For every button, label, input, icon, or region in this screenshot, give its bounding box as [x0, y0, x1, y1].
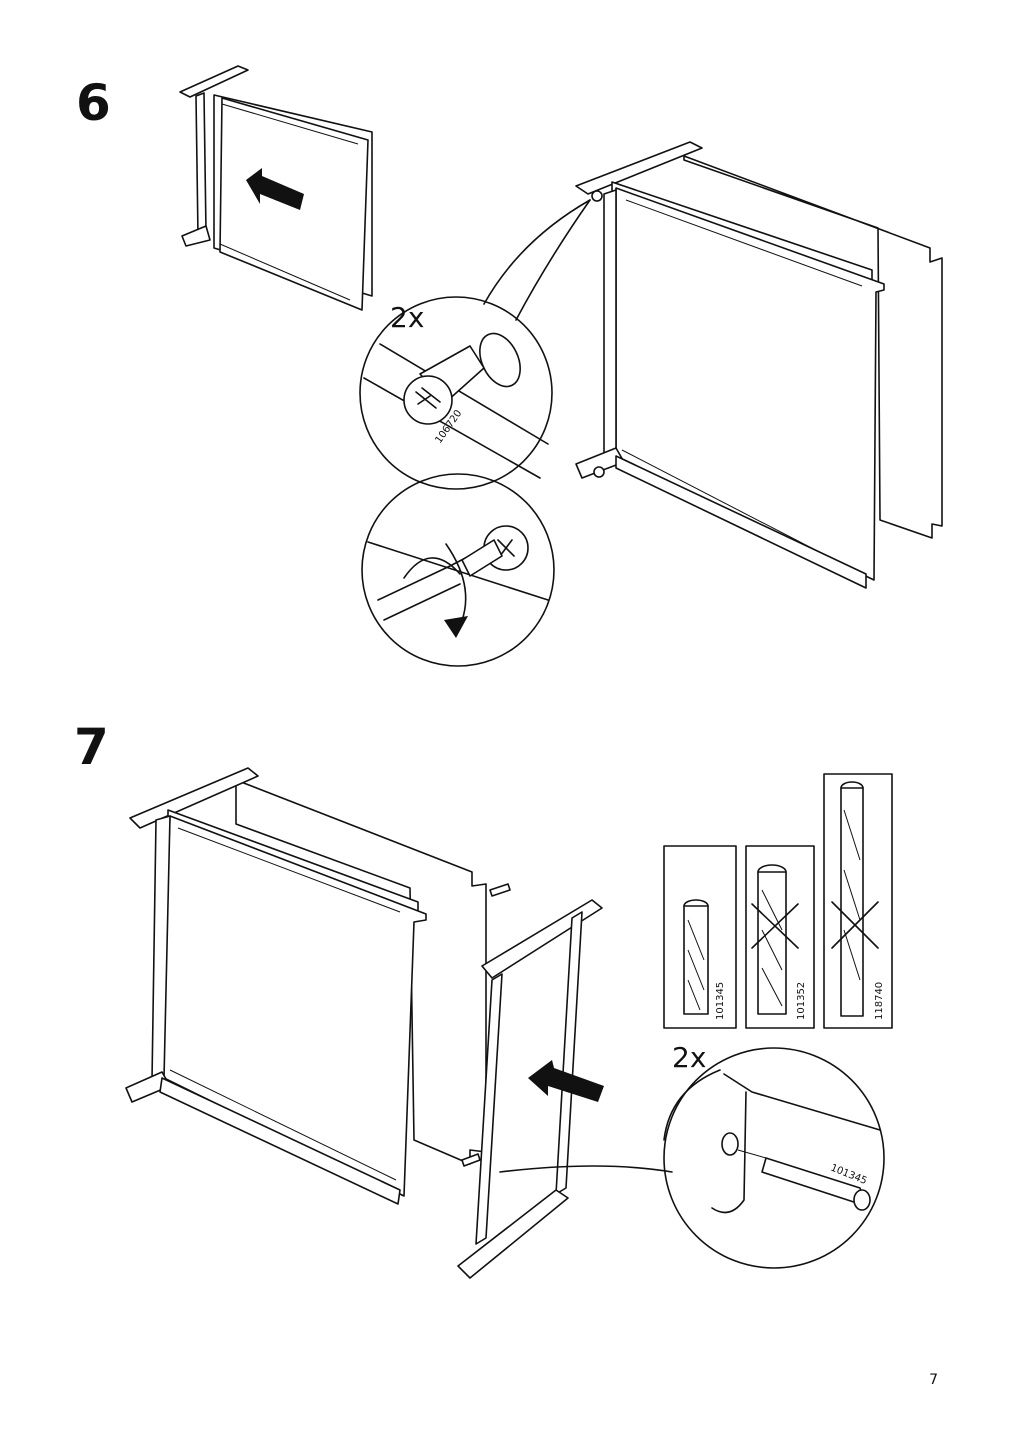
dowel-option-correct — [663, 845, 737, 1029]
dowel-option-wrong-1 — [745, 845, 815, 1029]
step-7-number: 7 — [74, 718, 109, 776]
page-number: 7 — [929, 1372, 938, 1388]
arrow-left-icon — [528, 1060, 604, 1102]
cross-icon — [751, 903, 799, 949]
dowel-option-3-id: 118740 — [874, 982, 885, 1020]
step-7-detail-dowel: 101345 — [663, 1047, 885, 1269]
dowel-option-wrong-2 — [823, 773, 893, 1029]
rotate-arrow-icon — [444, 616, 468, 638]
cross-icon — [831, 901, 879, 949]
step-7-main-drawing — [125, 767, 721, 1279]
step-7-quantity: 2x — [672, 1041, 707, 1074]
step-6-number: 6 — [76, 74, 111, 132]
arrow-left-icon — [246, 168, 304, 210]
dowel-option-2-id: 101352 — [796, 982, 807, 1020]
dowel-option-1-id: 101345 — [715, 982, 726, 1020]
step-6-main-drawing — [483, 141, 943, 589]
step-6-detail-cam-lock: 106720 — [359, 296, 553, 490]
step-6-detail-tighten — [361, 473, 555, 667]
step-7-dowel-options: 101345 101352 118740 — [663, 773, 893, 1029]
step-6-overview-drawing — [179, 65, 373, 311]
